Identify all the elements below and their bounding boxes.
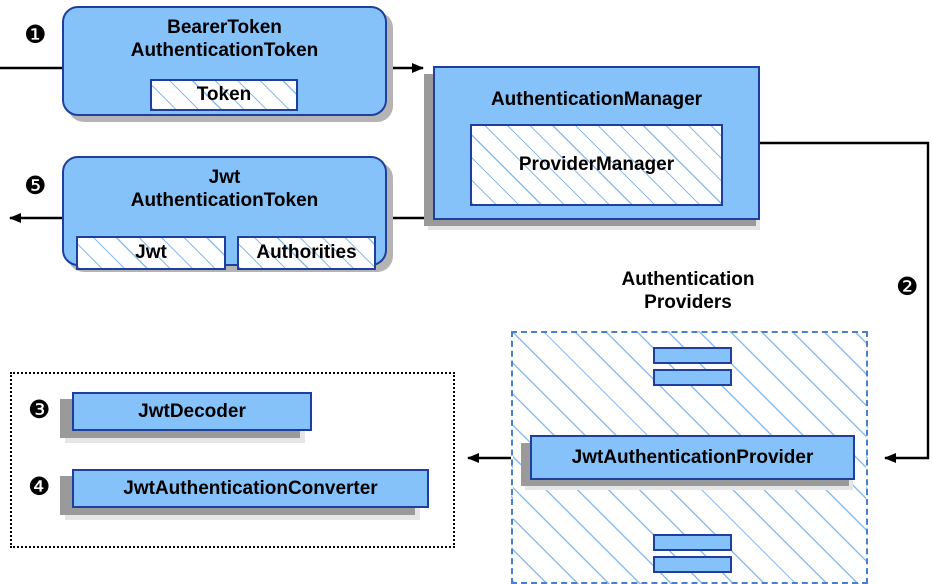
jwt-token-chip-authorities: Authorities xyxy=(237,236,376,270)
provider-bar-top-2 xyxy=(653,369,732,386)
step-marker-3: ❸ xyxy=(28,395,51,424)
jwt-decoder-box[interactable]: JwtDecoder xyxy=(72,392,312,431)
provider-bar-bottom-1 xyxy=(653,534,732,551)
jwt-authentication-provider-box[interactable]: JwtAuthenticationProvider xyxy=(530,435,855,480)
jwt-config-region xyxy=(10,372,455,548)
jwt-authentication-provider-label: JwtAuthenticationProvider xyxy=(571,446,814,468)
jwt-decoder-label: JwtDecoder xyxy=(138,400,246,422)
providers-region-title: Authentication Providers xyxy=(621,269,755,313)
authentication-manager-chip-provider-manager: ProviderManager xyxy=(470,124,723,206)
jwt-authentication-converter-label: JwtAuthenticationConverter xyxy=(123,477,378,499)
bearer-token-title: BearerToken AuthenticationToken xyxy=(130,17,319,61)
step-marker-5: ❺ xyxy=(24,171,47,200)
jwt-authentication-converter-box[interactable]: JwtAuthenticationConverter xyxy=(72,469,429,508)
provider-bar-bottom-2 xyxy=(653,556,732,573)
step-marker-4: ❹ xyxy=(28,472,51,501)
jwt-token-chip-jwt: Jwt xyxy=(76,236,226,270)
authentication-manager-title: AuthenticationManager xyxy=(490,89,703,110)
step-marker-1: ❶ xyxy=(24,20,47,49)
jwt-token-title: Jwt AuthenticationToken xyxy=(130,167,319,211)
provider-bar-top-1 xyxy=(653,347,732,364)
bearer-token-chip-token: Token xyxy=(150,79,298,111)
step-marker-2: ❷ xyxy=(896,272,919,301)
